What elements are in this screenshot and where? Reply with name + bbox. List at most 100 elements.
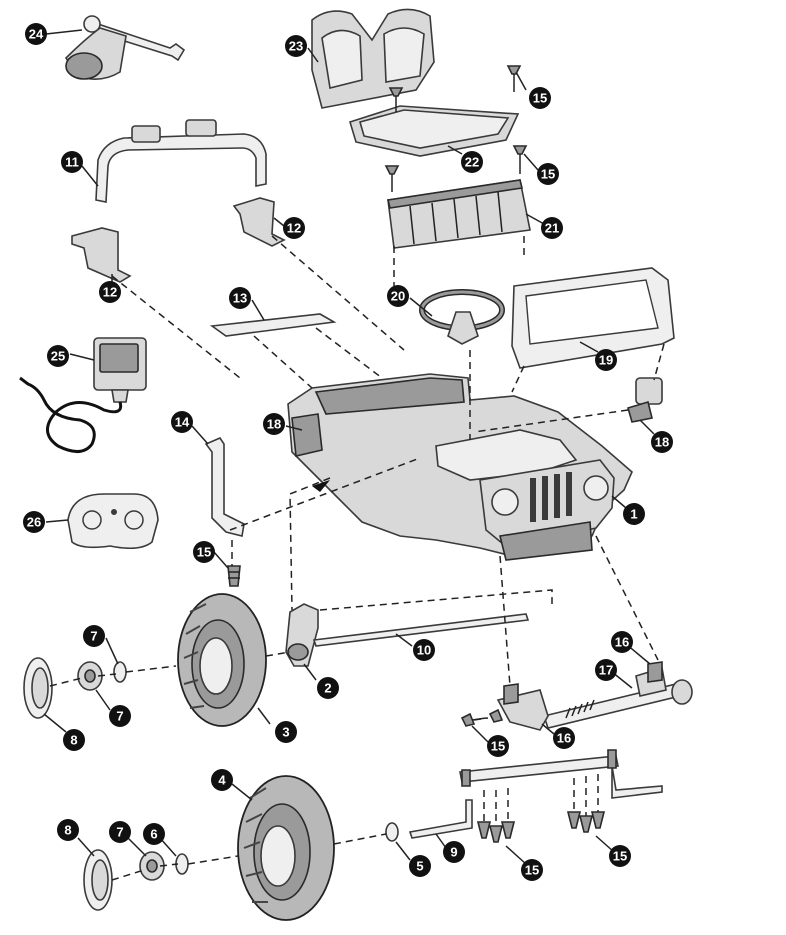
svg-text:15: 15 — [613, 849, 627, 864]
svg-text:18: 18 — [267, 417, 281, 432]
part-battery-box — [387, 179, 531, 249]
svg-text:4: 4 — [218, 773, 226, 788]
part-remote-control — [67, 493, 159, 550]
callout-26: 26 — [23, 511, 45, 533]
svg-text:23: 23 — [289, 39, 303, 54]
callout-13: 13 — [229, 287, 251, 309]
part-screw-seat — [384, 65, 528, 192]
callout-21: 21 — [541, 217, 563, 239]
svg-text:25: 25 — [51, 349, 65, 364]
svg-text:7: 7 — [116, 709, 123, 724]
callout-16-lower: 16 — [553, 727, 575, 749]
svg-text:13: 13 — [233, 291, 247, 306]
svg-text:17: 17 — [599, 663, 613, 678]
part-nut — [77, 661, 165, 881]
svg-text:6: 6 — [150, 827, 157, 842]
callout-5: 5 — [409, 855, 431, 877]
part-roll-bar-bracket-left — [71, 227, 132, 283]
part-steering-wheel — [419, 289, 505, 345]
svg-text:11: 11 — [65, 155, 79, 170]
callout-7-rear-nut: 7 — [83, 625, 105, 647]
part-hubcap-front — [83, 849, 113, 911]
svg-text:15: 15 — [197, 545, 211, 560]
callout-15-seat-back: 15 — [529, 87, 551, 109]
callout-15-side-bar: 15 — [193, 541, 215, 563]
callout-23: 23 — [285, 35, 307, 57]
callout-8-rear: 8 — [63, 729, 85, 751]
callout-19: 19 — [595, 349, 617, 371]
part-mirror — [627, 377, 663, 423]
callout-15-axle-left: 15 — [521, 859, 543, 881]
part-gearbox — [285, 603, 319, 667]
svg-text:15: 15 — [533, 91, 547, 106]
callout-17: 17 — [595, 659, 617, 681]
svg-text:12: 12 — [103, 285, 117, 300]
svg-text:12: 12 — [287, 221, 301, 236]
callout-10: 10 — [413, 639, 435, 661]
callout-4: 4 — [211, 769, 233, 791]
callout-2: 2 — [317, 677, 339, 699]
callout-22: 22 — [461, 151, 483, 173]
svg-text:15: 15 — [541, 167, 555, 182]
part-front-wheel — [237, 775, 335, 921]
part-foot-plate — [209, 313, 337, 337]
callout-12-right: 12 — [283, 217, 305, 239]
callout-9: 9 — [443, 841, 465, 863]
svg-text:18: 18 — [655, 435, 669, 450]
callout-24: 24 — [25, 23, 47, 45]
part-front-axle — [408, 749, 663, 839]
svg-text:26: 26 — [27, 515, 41, 530]
part-hubcap-rear — [23, 657, 53, 719]
svg-text:15: 15 — [491, 739, 505, 754]
part-wrench — [64, 15, 186, 80]
part-steering-linkage — [542, 666, 693, 729]
part-rear-axle — [312, 613, 530, 647]
callout-14: 14 — [171, 411, 193, 433]
svg-text:22: 22 — [465, 155, 479, 170]
svg-text:2: 2 — [324, 681, 331, 696]
svg-text:8: 8 — [64, 823, 71, 838]
svg-text:14: 14 — [175, 415, 190, 430]
part-main-body — [287, 373, 633, 561]
svg-text:16: 16 — [557, 731, 571, 746]
part-roll-bar — [95, 119, 267, 203]
svg-text:24: 24 — [29, 27, 44, 42]
callout-25: 25 — [47, 345, 69, 367]
svg-text:1: 1 — [630, 507, 637, 522]
part-seat-cushion — [349, 105, 520, 157]
callout-6: 6 — [143, 823, 165, 845]
part-windshield — [511, 267, 675, 369]
callout-16-upper: 16 — [611, 631, 633, 653]
callout-18-right: 18 — [651, 431, 673, 453]
part-screw-bar — [227, 565, 241, 587]
part-roll-bar-bracket-right — [232, 197, 286, 247]
callout-3: 3 — [275, 721, 297, 743]
part-rear-wheel — [177, 593, 267, 727]
callout-12-left: 12 — [99, 281, 121, 303]
callout-11: 11 — [61, 151, 83, 173]
part-bracket — [496, 661, 663, 731]
svg-text:7: 7 — [90, 629, 97, 644]
part-washer — [113, 661, 399, 875]
svg-text:7: 7 — [116, 825, 123, 840]
assembly-guide-lines — [49, 235, 665, 881]
part-charger — [19, 337, 147, 453]
callout-8-front: 8 — [57, 819, 79, 841]
svg-text:5: 5 — [416, 859, 423, 874]
part-screw-linkage — [460, 708, 504, 727]
svg-text:16: 16 — [615, 635, 629, 650]
callout-15-axle-right: 15 — [609, 845, 631, 867]
callout-18-left: 18 — [263, 413, 285, 435]
svg-text:10: 10 — [417, 643, 431, 658]
callout-7-rear-washer: 7 — [109, 705, 131, 727]
callout-15-battery: 15 — [537, 163, 559, 185]
svg-text:9: 9 — [450, 845, 457, 860]
insert-arrow-icon — [312, 480, 330, 492]
svg-text:8: 8 — [70, 733, 77, 748]
callout-7-front: 7 — [109, 821, 131, 843]
svg-text:19: 19 — [599, 353, 613, 368]
callout-1: 1 — [623, 503, 645, 525]
part-screw-axle — [476, 811, 606, 843]
svg-text:3: 3 — [282, 725, 289, 740]
